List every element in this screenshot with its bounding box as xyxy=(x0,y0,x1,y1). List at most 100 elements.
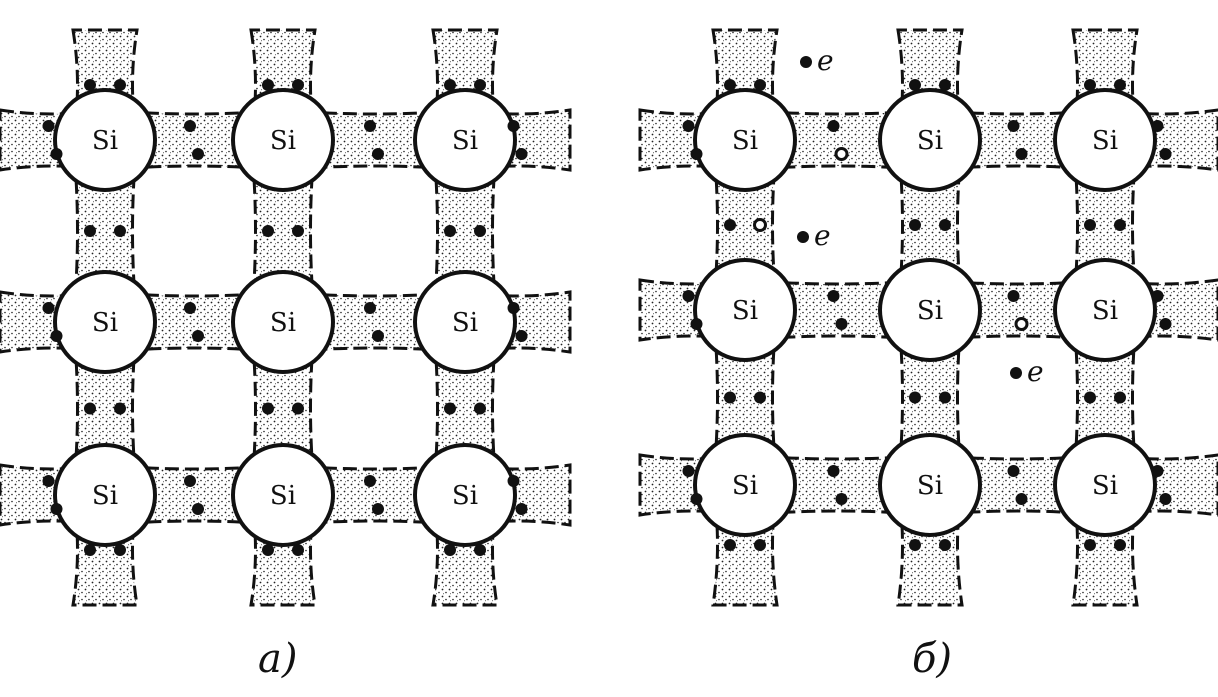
bond-electron xyxy=(835,318,848,330)
atom-label: Si xyxy=(452,481,478,511)
silicon-atom xyxy=(231,270,335,374)
atom-label: Si xyxy=(270,481,296,511)
free-electron-label: e xyxy=(1027,355,1044,388)
bond-electron xyxy=(909,219,921,231)
silicon-atom xyxy=(878,88,982,192)
bond-electron xyxy=(1114,219,1126,231)
silicon-atom xyxy=(1053,433,1157,537)
bond-electron xyxy=(507,120,520,132)
bond-electron xyxy=(50,503,63,515)
bond-electron xyxy=(292,79,304,91)
bond-electron xyxy=(184,302,196,314)
bond-electron xyxy=(724,219,736,231)
silicon-atom xyxy=(413,270,517,374)
bond-electron xyxy=(84,544,96,556)
silicon-atom xyxy=(413,88,517,192)
silicon-atom xyxy=(231,88,335,192)
bond-electron xyxy=(364,475,376,487)
bond-electron xyxy=(364,302,376,314)
bond-electron xyxy=(1084,219,1096,231)
bond-electron xyxy=(292,225,304,237)
bond-electron xyxy=(939,391,951,404)
bond-electron xyxy=(507,475,520,487)
bond-electron xyxy=(515,503,528,515)
bond-electron xyxy=(1114,79,1126,91)
bond-electron xyxy=(114,544,126,556)
bond-electron xyxy=(909,79,921,91)
bond-electron xyxy=(682,465,695,477)
bond-electron xyxy=(939,79,951,91)
atom-label: Si xyxy=(1092,296,1118,326)
bond-electron xyxy=(372,330,384,342)
bond-electron xyxy=(1084,391,1096,404)
bond-electron xyxy=(724,539,736,551)
bond-electron xyxy=(192,503,204,515)
bond-electron xyxy=(1007,465,1020,477)
bond-electron xyxy=(1151,465,1164,477)
atom-label: Si xyxy=(270,126,296,156)
hole-marker xyxy=(834,147,849,161)
bond-electron xyxy=(682,120,695,132)
silicon-atom xyxy=(53,270,157,374)
silicon-atom xyxy=(413,443,517,547)
bond-electron xyxy=(444,544,456,556)
bond-electron xyxy=(1159,493,1172,505)
bond-electron xyxy=(474,79,486,91)
bond-electron xyxy=(444,79,456,91)
bond-electron xyxy=(690,493,703,505)
bond-electron xyxy=(827,120,840,132)
bond-electron xyxy=(292,544,304,556)
bond-electron xyxy=(754,79,766,91)
bond-electron xyxy=(827,465,840,477)
bond-electron xyxy=(1084,539,1096,551)
bond-electron xyxy=(1159,318,1172,330)
bond-electron xyxy=(184,475,196,487)
atom-label: Si xyxy=(452,308,478,338)
caption-left: а) xyxy=(258,636,297,682)
bond-electron xyxy=(474,544,486,556)
atom-label: Si xyxy=(92,126,118,156)
atom-label: Si xyxy=(917,296,943,326)
bond-layer xyxy=(0,28,1218,607)
bond-electron xyxy=(262,225,274,237)
bond-electron xyxy=(184,120,196,132)
bond-electron xyxy=(909,391,921,404)
bond-electron xyxy=(84,402,96,415)
hole-marker xyxy=(1014,317,1029,331)
bond-electron xyxy=(1007,120,1020,132)
bond-electron xyxy=(114,79,126,91)
bond-electron xyxy=(262,402,274,415)
bond-electron xyxy=(372,503,384,515)
bond-electron xyxy=(1114,539,1126,551)
atom-label: Si xyxy=(1092,126,1118,156)
atom-label: Si xyxy=(452,126,478,156)
bond-electron xyxy=(372,148,384,160)
silicon-atom xyxy=(53,88,157,192)
free-electron xyxy=(797,231,809,243)
bond-electron xyxy=(42,120,55,132)
bond-electron xyxy=(84,79,96,91)
bond-electron xyxy=(474,402,486,415)
bond-electron xyxy=(507,302,520,314)
bond-electron xyxy=(42,302,55,314)
bond-electron xyxy=(262,79,274,91)
bond-electron xyxy=(192,330,204,342)
bond-electron xyxy=(682,290,695,302)
bond-electron xyxy=(835,493,848,505)
bond-electron xyxy=(1159,148,1172,160)
bond-electron xyxy=(1084,79,1096,91)
hole-marker xyxy=(753,218,767,232)
bond-electron xyxy=(754,539,766,551)
bond-electron xyxy=(262,544,274,556)
bond-electron xyxy=(724,391,736,404)
bond-electron xyxy=(1015,493,1028,505)
bond-electron xyxy=(474,225,486,237)
silicon-atom xyxy=(878,258,982,362)
silicon-atom xyxy=(53,443,157,547)
atom-label: Si xyxy=(732,296,758,326)
bond-electron xyxy=(939,219,951,231)
atom-label: Si xyxy=(92,481,118,511)
bond-electron xyxy=(1151,120,1164,132)
atom-label: Si xyxy=(92,308,118,338)
